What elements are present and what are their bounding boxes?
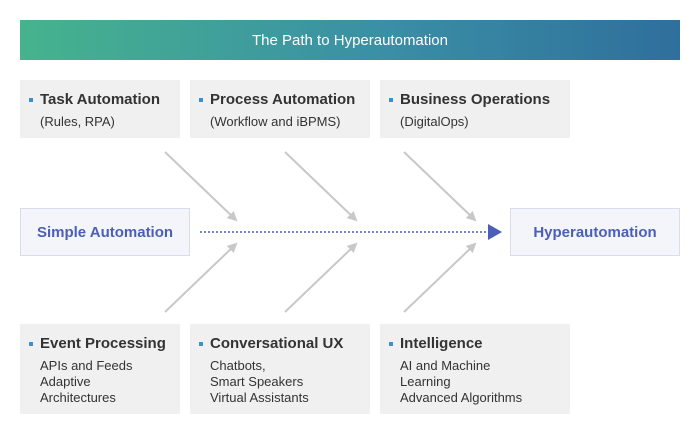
box-line: Advanced Algorithms: [400, 390, 523, 405]
box-title: Process Automation: [210, 91, 356, 108]
bullet-icon: [199, 98, 203, 102]
box-title: Business Operations: [400, 91, 551, 108]
end-label: Hyperautomation: [533, 223, 657, 241]
arrow-process-automation: [284, 151, 358, 222]
box-title: Event Processing: [40, 335, 166, 352]
start-node-simple-automation: Simple Automation: [20, 208, 190, 256]
end-node-hyperautomation: Hyperautomation: [510, 208, 680, 256]
arrow-business-operations: [403, 151, 477, 222]
box-line: (Workflow and iBPMS): [210, 114, 341, 129]
box-line: Virtual Assistants: [210, 390, 309, 405]
box-line: (Rules, RPA): [40, 114, 115, 129]
bullet-icon: [199, 342, 203, 346]
box-line: AI and Machine: [400, 358, 491, 373]
box-intelligence: Intelligence AI and Machine Learning Adv…: [380, 324, 570, 414]
box-line: Smart Speakers: [210, 374, 304, 389]
box-line: Architectures: [40, 390, 116, 405]
arrow-conversational-ux: [284, 242, 358, 313]
box-conversational-ux: Conversational UX Chatbots, Smart Speake…: [190, 324, 370, 414]
page-title: The Path to Hyperautomation: [252, 31, 448, 49]
box-line: (DigitalOps): [400, 114, 469, 129]
box-line: Adaptive: [40, 374, 91, 389]
box-line: APIs and Feeds: [40, 358, 133, 373]
box-business-operations: Business Operations (DigitalOps): [380, 80, 570, 138]
arrow-task-automation: [164, 151, 238, 222]
start-label: Simple Automation: [36, 223, 174, 241]
box-title: Intelligence: [400, 335, 483, 352]
box-task-automation: Task Automation (Rules, RPA): [20, 80, 180, 138]
main-arrow-head-icon: [488, 224, 502, 240]
box-title: Conversational UX: [210, 335, 344, 352]
arrow-event-processing: [164, 242, 238, 313]
box-title: Task Automation: [40, 91, 161, 108]
bullet-icon: [29, 98, 33, 102]
box-event-processing: Event Processing APIs and Feeds Adaptive…: [20, 324, 180, 414]
box-line: Chatbots,: [210, 358, 266, 373]
arrow-intelligence: [403, 242, 477, 313]
bullet-icon: [29, 342, 33, 346]
box-line: Learning: [400, 374, 451, 389]
bullet-icon: [389, 342, 393, 346]
box-process-automation: Process Automation (Workflow and iBPMS): [190, 80, 370, 138]
page-title-banner: The Path to Hyperautomation: [20, 20, 680, 60]
bullet-icon: [389, 98, 393, 102]
